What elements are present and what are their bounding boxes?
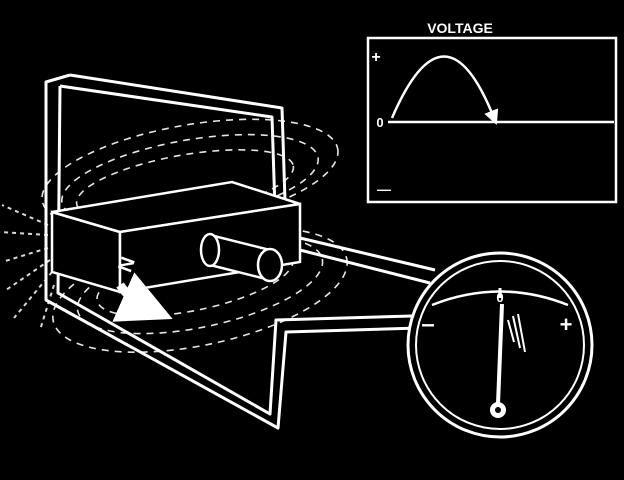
- graph-title: VOLTAGE: [427, 20, 493, 36]
- north-pole-label: N: [114, 254, 140, 275]
- meter-plus-label: +: [560, 312, 573, 337]
- graph-voltage-curve: [390, 55, 499, 125]
- graph-minus-label: —: [377, 181, 391, 197]
- meter-minus-label: –: [421, 311, 434, 338]
- graph-zero-label: 0: [376, 115, 383, 130]
- magnet-shaft: [199, 232, 284, 283]
- voltage-graph: VOLTAGE + 0 —: [366, 20, 618, 204]
- curved-arrow-icon: [112, 272, 173, 322]
- voltage-meter: – 0 +: [406, 251, 594, 439]
- needle-motion-lines: [507, 313, 526, 353]
- meter-zero-label: 0: [496, 290, 503, 305]
- meter-needle: [496, 303, 504, 405]
- graph-plus-label: +: [371, 49, 380, 66]
